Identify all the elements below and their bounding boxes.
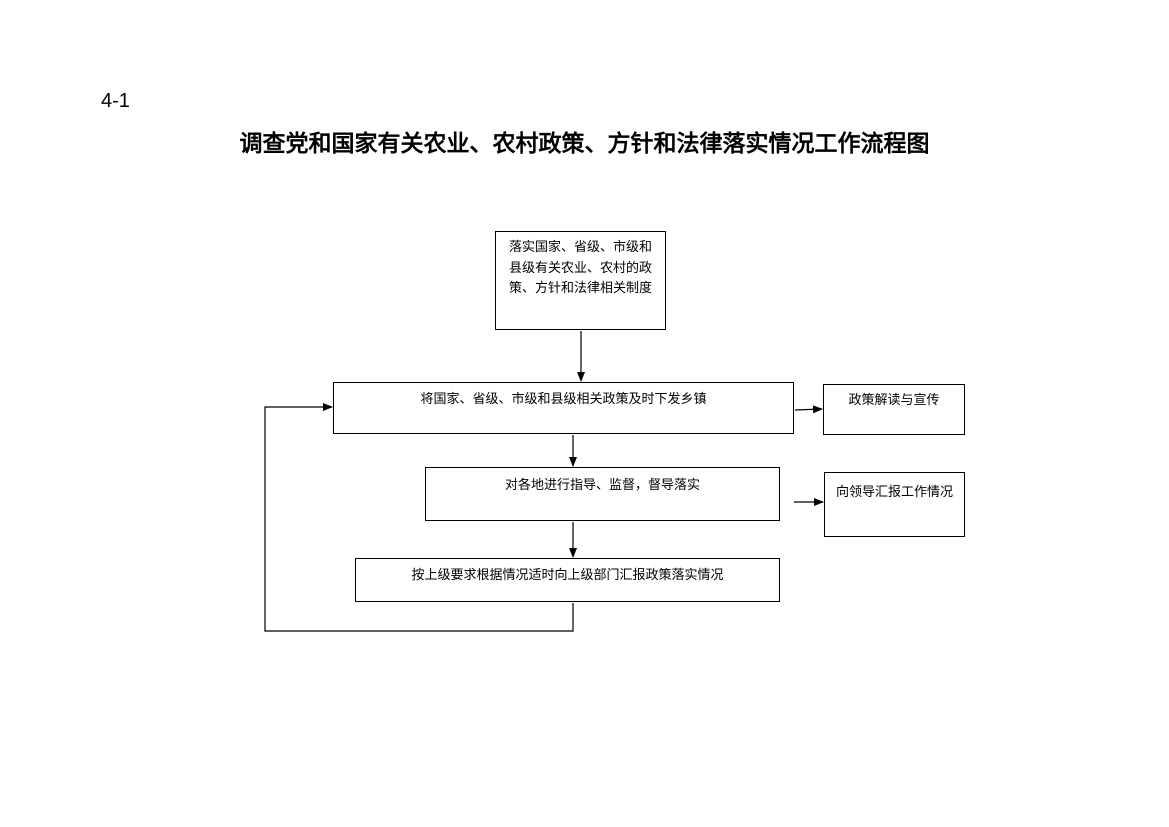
node-report-leadership-label: 向领导汇报工作情况 xyxy=(835,485,953,500)
page-number: 4-1 xyxy=(101,90,130,112)
node-guide-supervise-label: 对各地进行指导、监督，督导落实 xyxy=(504,478,700,493)
node-report-upward: 按上级要求根据情况适时向上级部门汇报政策落实情况 xyxy=(355,558,780,602)
page-title: 调查党和国家有关农业、农村政策、方针和法律落实情况工作流程图 xyxy=(0,127,1169,161)
node-implement-policies-label: 落实国家、省级、市级和县级有关农业、农村的政策、方针和法律相关制度 xyxy=(508,240,652,296)
node-implement-policies: 落实国家、省级、市级和县级有关农业、农村的政策、方针和法律相关制度 xyxy=(495,231,666,330)
title-text: 调查党和国家有关农业、农村政策、方针和法律落实情况工作流程图 xyxy=(239,130,930,157)
node-issue-policies: 将国家、省级、市级和县级相关政策及时下发乡镇 xyxy=(333,382,794,434)
node-report-upward-label: 按上级要求根据情况适时向上级部门汇报政策落实情况 xyxy=(411,568,724,583)
node-report-leadership: 向领导汇报工作情况 xyxy=(824,472,965,537)
feedback-loop-line xyxy=(264,403,574,632)
node-issue-policies-label: 将国家、省级、市级和县级相关政策及时下发乡镇 xyxy=(420,392,707,407)
arrow-issue-to-publicity xyxy=(794,405,823,414)
node-policy-publicity: 政策解读与宣传 xyxy=(823,384,965,435)
node-policy-publicity-label: 政策解读与宣传 xyxy=(848,393,940,408)
node-guide-supervise: 对各地进行指导、监督，督导落实 xyxy=(425,467,780,521)
